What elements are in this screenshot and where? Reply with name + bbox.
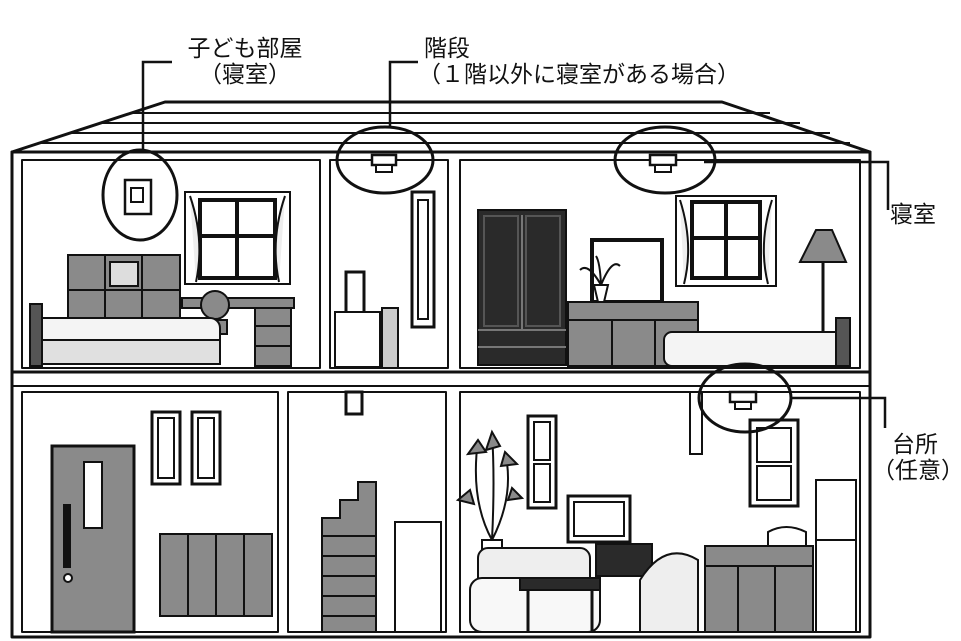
armchair xyxy=(639,552,699,633)
leader-child-room xyxy=(141,60,172,150)
roof xyxy=(10,100,872,154)
label-kitchen-note: （任意） xyxy=(872,458,961,484)
leader-stairs xyxy=(388,60,418,128)
label-child-room-name: 子ども部屋 xyxy=(187,36,303,62)
entrance-hall xyxy=(50,410,273,634)
desk xyxy=(181,297,295,309)
kitchen-counter xyxy=(704,545,814,633)
label-stairs-name: 階段 xyxy=(424,36,470,62)
label-kitchen: 台所 （任意） xyxy=(872,432,961,484)
floor-lamp xyxy=(798,229,848,263)
smoke-detector-kitchen xyxy=(728,390,758,404)
leader-kitchen xyxy=(790,396,887,428)
child-room xyxy=(29,148,295,367)
smoke-detector-stairs xyxy=(370,153,398,167)
house-outline xyxy=(10,150,872,639)
smoke-detector-bedroom xyxy=(648,153,678,167)
bedroom-bed xyxy=(663,331,851,367)
staircase xyxy=(321,390,442,633)
label-bedroom: 寝室 xyxy=(890,202,936,228)
highlight-circle-bedroom xyxy=(613,125,717,195)
leader-lines xyxy=(141,60,890,428)
label-stairs: 階段 （１階以外に寝室がある場合） xyxy=(418,36,740,88)
stair-hall-upper xyxy=(334,125,436,369)
highlight-circle-stairs xyxy=(335,125,435,195)
highlight-circle-child-room xyxy=(101,148,179,242)
leader-bedroom xyxy=(704,160,890,210)
label-kitchen-name: 台所 xyxy=(892,432,938,458)
label-child-room: 子ども部屋 （寝室） xyxy=(170,36,320,88)
label-bedroom-name: 寝室 xyxy=(890,202,936,228)
living-kitchen xyxy=(455,362,857,633)
bedroom xyxy=(477,125,851,367)
label-stairs-note: （１階以外に寝室がある場合） xyxy=(418,62,740,88)
label-child-room-note: （寝室） xyxy=(199,62,291,88)
